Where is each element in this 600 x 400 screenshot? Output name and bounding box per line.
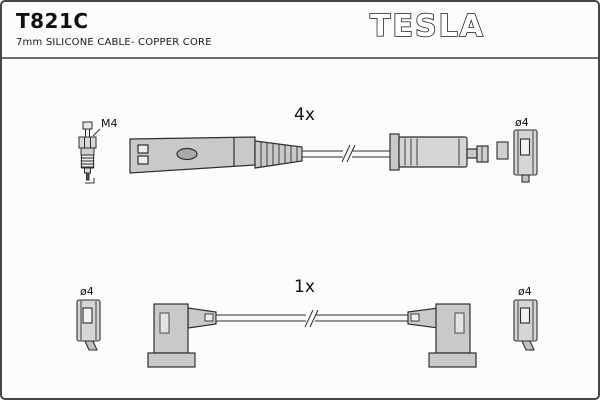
terminal-diameter-label-bottom-right: ø4 [518, 285, 532, 298]
cable-assembly-top [129, 133, 489, 174]
coil-connector-tip [476, 145, 489, 163]
brand-logo-text: TESLA [370, 9, 485, 44]
diagram-canvas: 4x M4 [76, 105, 538, 368]
header: T821C 7mm SILICONE CABLE- COPPER CORE TE… [2, 2, 598, 59]
rib-section [254, 140, 303, 169]
angle-boot-right-body [435, 303, 471, 354]
thread-size-callout: M4 [92, 117, 118, 137]
part-number: T821C [16, 9, 89, 33]
terminal-diameter-label-bottom-left: ø4 [80, 285, 94, 298]
terminal-diameter-label-top: ø4 [515, 116, 529, 129]
brand-logo: TESLA [368, 8, 498, 48]
coil-connector-body [398, 136, 468, 168]
terminal-icon-top-right: ø4 [496, 116, 538, 183]
wire-break-gap-top [343, 147, 352, 161]
terminal-icon-bottom-right: ø4 [513, 285, 538, 351]
coil-connector-neck [466, 148, 478, 159]
subtitle: 7mm SILICONE CABLE- COPPER CORE [16, 37, 212, 48]
cable-assembly-bottom [147, 303, 477, 368]
spark-plug-icon [78, 121, 97, 184]
angle-boot-left-body [153, 303, 189, 354]
quantity-label-top: 4x [294, 105, 315, 125]
angle-boot-left-foot [147, 352, 196, 368]
wire-break-symbol-bottom [304, 309, 319, 328]
angle-boot-right-foot [428, 352, 477, 368]
diagram-area: 4x M4 [2, 61, 598, 398]
quantity-label-bottom: 1x [294, 277, 315, 297]
coil-connector-collar [389, 133, 400, 171]
wire-break-gap-bottom [306, 311, 315, 325]
brand-logo-canvas: TESLA [369, 8, 485, 45]
wire-break-symbol-top [341, 144, 356, 163]
thread-size-label: M4 [101, 117, 118, 130]
terminal-icon-bottom-left: ø4 [76, 285, 101, 351]
